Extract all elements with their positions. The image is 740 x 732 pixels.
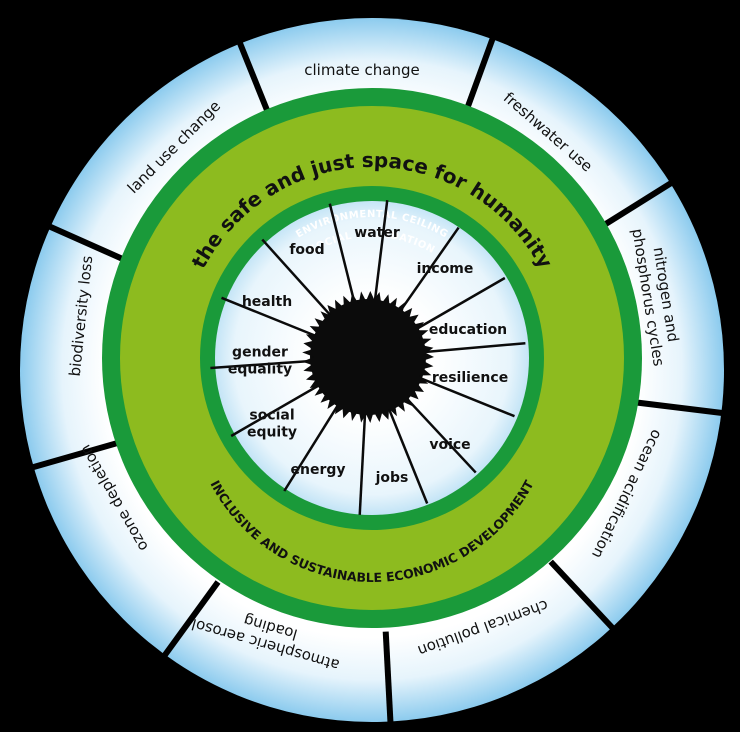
spoke xyxy=(417,341,526,354)
center-burst xyxy=(302,291,434,423)
spoke xyxy=(210,359,319,370)
inner-spokes xyxy=(210,200,526,515)
foundation-resilience: resilience xyxy=(432,370,508,386)
foundation-water: water xyxy=(354,225,400,241)
spoke xyxy=(401,392,477,474)
outer-divider xyxy=(28,439,121,472)
foundation-health: health xyxy=(242,294,292,310)
outer-divider xyxy=(548,559,617,633)
foundation-education: education xyxy=(429,322,507,338)
spoke xyxy=(413,374,515,418)
outer-divider xyxy=(45,222,134,267)
outer-dividers xyxy=(28,34,726,726)
spoke xyxy=(261,238,336,321)
foundation-energy: energy xyxy=(290,462,345,478)
outer-divider xyxy=(631,398,726,417)
spoke xyxy=(230,380,326,438)
outer-divider xyxy=(592,178,676,234)
spoke xyxy=(372,200,389,308)
outer-divider xyxy=(382,631,394,726)
spoke xyxy=(385,402,429,504)
center-burst-edge xyxy=(302,291,434,423)
inner-labels: water income education resilience voice jobs e… xyxy=(228,225,508,486)
boundary-climate-change: climate change xyxy=(304,61,419,79)
spoke xyxy=(395,226,460,317)
spoke xyxy=(221,296,323,340)
foundation-voice: voice xyxy=(429,437,470,453)
spoke xyxy=(410,276,506,334)
foundation-income: income xyxy=(417,261,474,277)
spoke xyxy=(358,406,367,515)
spoke xyxy=(328,203,358,309)
spoke xyxy=(283,398,343,492)
outer-divider xyxy=(160,580,221,660)
foundation-jobs: jobs xyxy=(375,470,409,486)
foundation-food: food xyxy=(289,242,324,258)
